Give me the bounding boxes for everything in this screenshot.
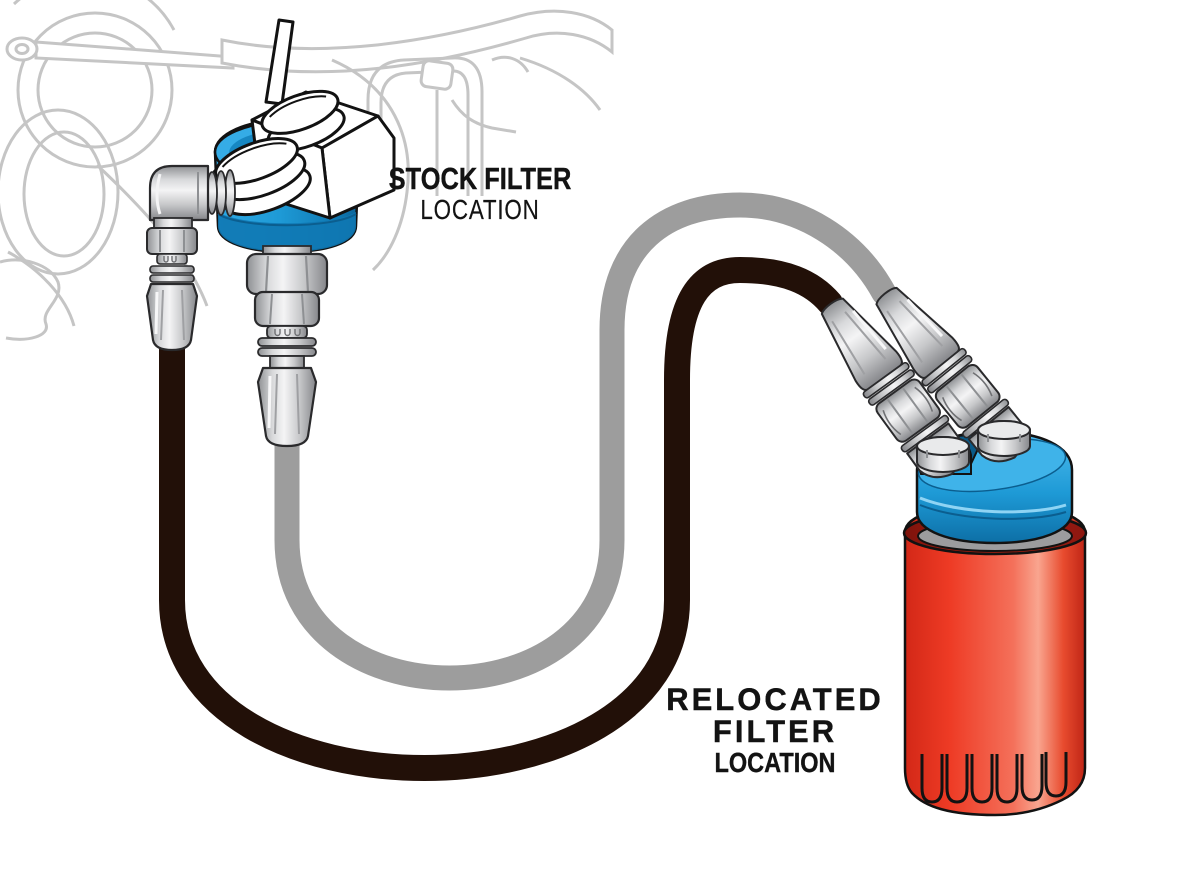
relocated-filter-label-line1: RELOCATED (666, 681, 884, 718)
return-hose-gray (274, 192, 897, 691)
linkage-rod-ghost (34, 40, 235, 70)
feed-hose-black (159, 256, 843, 781)
cap-port-right (977, 420, 1031, 457)
frame-rail-ghost (220, 9, 614, 74)
elbow-fitting (145, 164, 236, 352)
relocated-filter-label: RELOCATED FILTER LOCATION (630, 681, 920, 778)
relocated-filter-assembly (806, 274, 1088, 817)
stock-filter-label-line1: STOCK FILTER (388, 161, 572, 196)
relocated-filter-label-line2: FILTER (712, 713, 838, 750)
adapter-bottom-fitting (245, 245, 329, 448)
filter-grip-flutes (920, 752, 1068, 804)
engine-ghost-lineart (0, 0, 614, 341)
stock-adapter-assembly (145, 18, 396, 448)
relocated-filter-label-line3: LOCATION (714, 747, 836, 778)
stock-filter-label: STOCK FILTER LOCATION (340, 162, 620, 225)
cap-port-left (916, 436, 970, 473)
stock-filter-label-line2: LOCATION (420, 194, 540, 225)
red-oil-filter (902, 502, 1088, 817)
